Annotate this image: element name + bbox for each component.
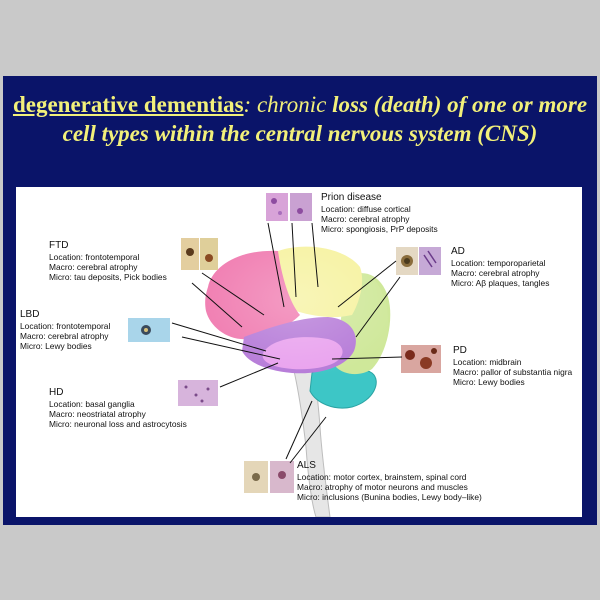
lbd-name: LBD — [20, 309, 40, 320]
lbd-macro: Macro: cerebral atrophy — [20, 331, 109, 341]
lbd-location: Location: frontotemporal — [20, 321, 111, 331]
pd-name: PD — [453, 345, 467, 356]
prion-label: Prion disease Location: diffuse cortical… — [321, 192, 438, 234]
pd-location: Location: midbrain — [453, 357, 522, 367]
ftd-name: FTD — [49, 240, 69, 251]
pd-micro: Micro: Lewy bodies — [453, 377, 525, 387]
title-rest: loss (death) of one or more cell types w… — [62, 92, 588, 146]
brain-diagram-panel: Prion disease Location: diffuse cortical… — [16, 187, 582, 517]
pointer-lines — [171, 222, 403, 464]
title-chronic: chronic — [256, 92, 327, 117]
ftd-location: Location: frontotemporal — [49, 252, 140, 262]
ftd-label: FTD Location: frontotemporal Macro: cere… — [49, 240, 167, 282]
als-micro: Micro: inclusions (Bunina bodies, Lewy b… — [297, 492, 482, 502]
ftd-micrograph-icon — [181, 238, 218, 270]
ad-macro: Macro: cerebral atrophy — [451, 268, 540, 278]
title-colon: : — [243, 92, 252, 117]
prion-macro: Macro: cerebral atrophy — [321, 214, 410, 224]
hd-micro: Micro: neuronal loss and astrocytosis — [49, 419, 187, 429]
lbd-micro: Micro: Lewy bodies — [20, 341, 92, 351]
hd-label: HD Location: basal ganglia Macro: neostr… — [49, 387, 187, 429]
als-location: Location: motor cortex, brainstem, spina… — [297, 472, 467, 482]
ftd-macro: Macro: cerebral atrophy — [49, 262, 138, 272]
prion-micrograph-icon — [266, 193, 312, 221]
als-name: ALS — [297, 460, 316, 471]
ad-label: AD Location: temporoparietal Macro: cere… — [451, 246, 549, 288]
prion-micro: Micro: spongiosis, PrP deposits — [321, 224, 438, 234]
title-term: degenerative dementias — [12, 92, 244, 117]
lbd-label: LBD Location: frontotemporal Macro: cere… — [20, 309, 110, 351]
pd-micrograph-icon — [401, 345, 441, 373]
slide-title: degenerative dementias: chronic loss (de… — [3, 90, 597, 148]
hd-macro: Macro: neostriatal atrophy — [49, 409, 146, 419]
lbd-micrograph-icon — [128, 318, 170, 342]
als-macro: Macro: atrophy of motor neurons and musc… — [297, 482, 468, 492]
prion-location: Location: diffuse cortical — [321, 204, 411, 214]
hd-name: HD — [49, 387, 64, 398]
ftd-micro: Micro: tau deposits, Pick bodies — [49, 272, 167, 282]
ad-micro: Micro: Aβ plaques, tangles — [451, 278, 550, 288]
als-micrograph-icon — [244, 461, 294, 493]
pd-macro: Macro: pallor of substantia nigra — [453, 367, 573, 377]
ad-micrograph-icon — [396, 247, 441, 275]
ad-name: AD — [451, 246, 465, 257]
prion-name: Prion disease — [321, 192, 382, 203]
pd-label: PD Location: midbrain Macro: pallor of s… — [453, 345, 572, 387]
hd-location: Location: basal ganglia — [49, 399, 135, 409]
ad-location: Location: temporoparietal — [451, 258, 546, 268]
als-label: ALS Location: motor cortex, brainstem, s… — [297, 460, 482, 502]
slide: degenerative dementias: chronic loss (de… — [3, 76, 597, 525]
hd-micrograph-icon — [178, 380, 218, 406]
brain-diagram — [128, 193, 441, 517]
